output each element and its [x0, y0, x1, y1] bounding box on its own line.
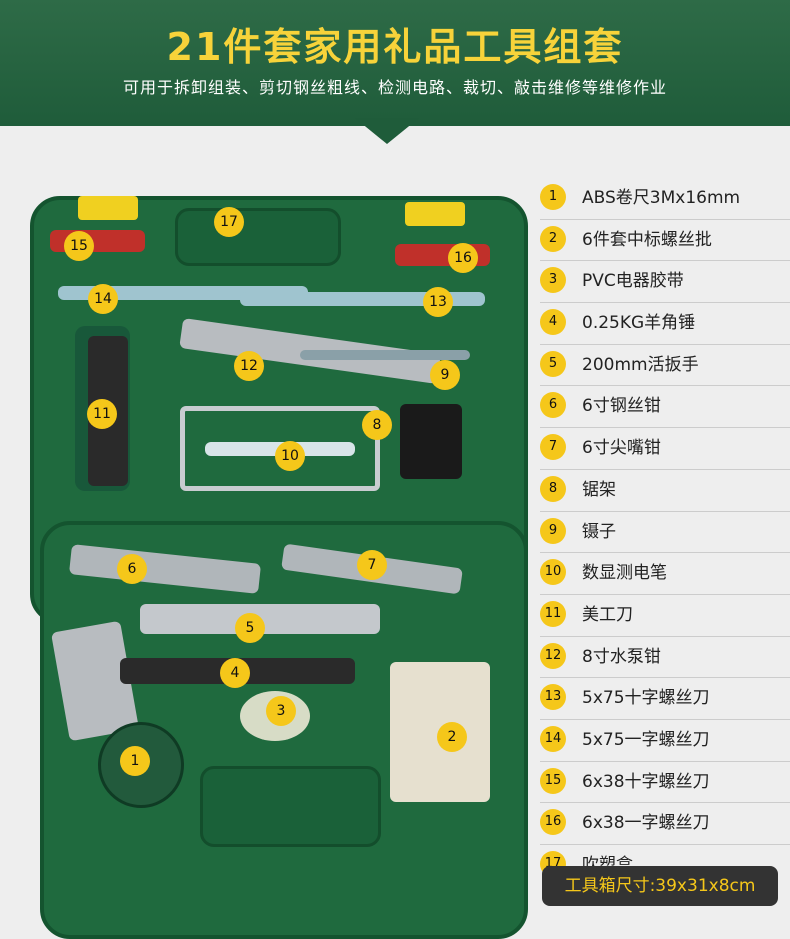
callout-1: 1	[120, 746, 150, 776]
callout-10: 10	[275, 441, 305, 471]
callout-14: 14	[88, 284, 118, 314]
callout-9: 9	[430, 360, 460, 390]
item-number: 16	[540, 809, 566, 836]
list-item: 1 ABS卷尺3Mx16mm	[540, 178, 790, 220]
list-item: 7 6寸尖嘴钳	[540, 428, 790, 470]
item-label: 5x75一字螺丝刀	[582, 729, 710, 750]
item-label: 6件套中标螺丝批	[582, 229, 712, 250]
list-item: 5 200mm活扳手	[540, 345, 790, 387]
item-number: 5	[540, 350, 566, 377]
item-label: ABS卷尺3Mx16mm	[582, 188, 741, 208]
list-item: 10 数显测电笔	[540, 553, 790, 595]
callout-11: 11	[87, 399, 117, 429]
callout-8: 8	[362, 410, 392, 440]
callout-5: 5	[235, 613, 265, 643]
list-item: 11 美工刀	[540, 595, 790, 637]
callout-3: 3	[266, 696, 296, 726]
case-latch-right	[405, 202, 465, 226]
case-grip	[200, 766, 381, 847]
item-number: 7	[540, 434, 566, 461]
item-number: 6	[540, 392, 566, 419]
banner-notch	[355, 118, 419, 144]
list-item: 13 5x75十字螺丝刀	[540, 678, 790, 720]
item-label: 6寸尖嘴钳	[582, 438, 661, 459]
callout-17: 17	[214, 207, 244, 237]
item-label: PVC电器胶带	[582, 271, 684, 292]
item-number: 10	[540, 559, 566, 586]
list-item: 14 5x75一字螺丝刀	[540, 720, 790, 762]
callout-4: 4	[220, 658, 250, 688]
parts-list: 1 ABS卷尺3Mx16mm 2 6件套中标螺丝批 3 PVC电器胶带 4 0.25KG…	[540, 178, 790, 886]
callout-13: 13	[423, 287, 453, 317]
item-number: 13	[540, 684, 566, 711]
callout-16: 16	[448, 243, 478, 273]
list-item: 2 6件套中标螺丝批	[540, 220, 790, 262]
list-item: 15 6x38十字螺丝刀	[540, 762, 790, 804]
saw-handle	[400, 404, 462, 479]
list-item: 9 镊子	[540, 512, 790, 554]
product-photo: 1 2 3 4 5 6 7 8 9 10 11 12 13 14 15 16 1…	[0, 126, 530, 939]
item-number: 9	[540, 517, 566, 544]
item-label: 5x75十字螺丝刀	[582, 688, 710, 709]
saw-frame	[180, 406, 380, 491]
item-label: 锯架	[582, 479, 616, 500]
page-subtitle: 可用于拆卸组装、剪切钢丝粗线、检测电路、裁切、敲击维修等维修作业	[122, 78, 667, 97]
callout-15: 15	[64, 231, 94, 261]
item-label: 0.25KG羊角锤	[582, 313, 696, 334]
item-number: 14	[540, 725, 566, 752]
item-label: 镊子	[582, 521, 616, 542]
case-latch-left	[78, 196, 138, 220]
item-label: 6寸钢丝钳	[582, 396, 661, 417]
list-item: 8 锯架	[540, 470, 790, 512]
list-item: 12 8寸水泵钳	[540, 637, 790, 679]
list-item: 6 6寸钢丝钳	[540, 386, 790, 429]
tweezers	[300, 350, 470, 360]
callout-12: 12	[234, 351, 264, 381]
item-number: 12	[540, 642, 566, 669]
item-number: 4	[540, 309, 566, 336]
item-number: 15	[540, 767, 566, 794]
item-label: 美工刀	[582, 604, 633, 625]
page-title: 21件套家用礼品工具组套	[166, 25, 624, 69]
item-number: 8	[540, 475, 566, 502]
item-label: 200mm活扳手	[582, 354, 699, 375]
list-item: 4 0.25KG羊角锤	[540, 303, 790, 345]
item-label: 6x38一字螺丝刀	[582, 813, 710, 834]
list-item: 16 6x38一字螺丝刀	[540, 803, 790, 845]
callout-7: 7	[357, 550, 387, 580]
item-number: 3	[540, 267, 566, 294]
item-number: 11	[540, 600, 566, 627]
case-handle	[175, 208, 341, 266]
toolbox-size-label: 工具箱尺寸:39x31x8cm	[542, 866, 778, 906]
item-number: 2	[540, 225, 566, 252]
item-label: 数显测电笔	[582, 563, 667, 584]
header-banner: 21件套家用礼品工具组套 可用于拆卸组装、剪切钢丝粗线、检测电路、裁切、敲击维修…	[0, 0, 790, 144]
item-label: 8寸水泵钳	[582, 646, 661, 667]
callout-2: 2	[437, 722, 467, 752]
callout-6: 6	[117, 554, 147, 584]
list-item: 3 PVC电器胶带	[540, 261, 790, 304]
item-label: 6x38十字螺丝刀	[582, 771, 710, 792]
item-number: 1	[540, 184, 566, 210]
